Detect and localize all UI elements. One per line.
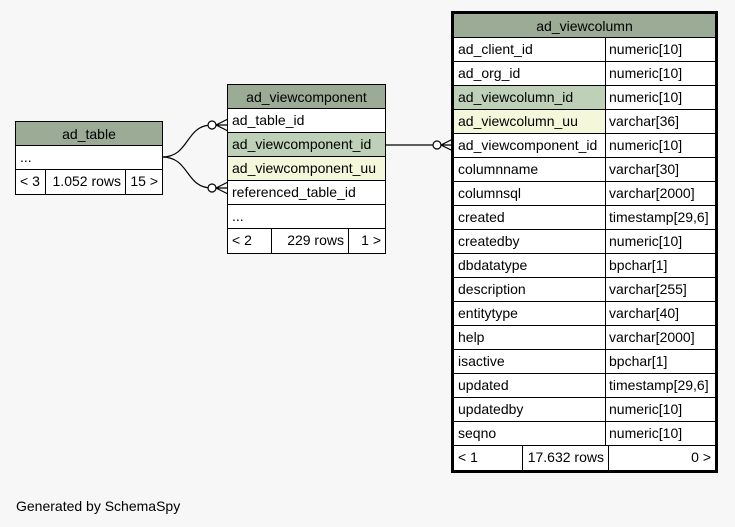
table-row-ellipsis: ... — [16, 146, 162, 170]
edge-optional-marker — [207, 120, 217, 130]
children-count[interactable]: 15 > — [130, 173, 158, 189]
row-count: 17.632 rows — [523, 446, 609, 470]
column-referenced-table-id[interactable]: referenced_table_id — [228, 181, 385, 205]
edge-many-crowfoot — [215, 118, 229, 132]
column-type: varchar[2000] — [609, 329, 695, 345]
row-count: 1.052 rows — [46, 170, 126, 194]
column-type: bpchar[1] — [609, 353, 668, 369]
column-type: numeric[10] — [609, 137, 683, 153]
table-ad-viewcomponent[interactable]: ad_viewcomponent ad_table_id ad_viewcomp… — [227, 84, 386, 254]
column-name: isactive — [454, 350, 606, 373]
parents-count[interactable]: < 3 — [16, 170, 46, 194]
table-header[interactable]: ad_table — [16, 122, 162, 146]
table-row-ellipsis: ... — [228, 205, 385, 229]
column-name: createdby — [454, 230, 606, 253]
column-ad-viewcomponent-uu[interactable]: ad_viewcomponent_uu — [228, 157, 385, 181]
column-type: timestamp[29,6] — [609, 209, 709, 225]
table-ad-table[interactable]: ad_table ... < 3 1.052 rows 15 > — [15, 121, 163, 195]
edge-ad-table-to-referenced-table-id — [161, 156, 213, 189]
column-type: timestamp[29,6] — [609, 377, 709, 393]
column-ad-table-id[interactable]: ad_table_id — [228, 109, 385, 133]
edge-optional-marker — [432, 140, 442, 150]
column-name: ad_viewcomponent_id — [454, 134, 606, 157]
edge-many-crowfoot — [215, 181, 229, 195]
table-header[interactable]: ad_viewcolumn — [454, 14, 715, 38]
column-type: varchar[255] — [609, 281, 687, 297]
column-type: varchar[40] — [609, 305, 680, 321]
column-name: help — [454, 326, 606, 349]
column-name: ad_viewcolumn_id — [454, 86, 606, 109]
column-type: numeric[10] — [609, 425, 683, 441]
column-name: ad_org_id — [454, 62, 606, 85]
column-type: numeric[10] — [609, 89, 683, 105]
column-type: varchar[30] — [609, 161, 680, 177]
column-type: numeric[10] — [609, 65, 683, 81]
column-name: dbdatatype — [454, 254, 606, 277]
row-count: 229 rows — [272, 229, 349, 253]
children-count[interactable]: 0 > — [691, 449, 711, 465]
column-type: numeric[10] — [609, 41, 683, 57]
column-name: columnname — [454, 158, 606, 181]
edge-ad-table-to-ad-table-id — [161, 124, 213, 158]
column-type: numeric[10] — [609, 233, 683, 249]
table-header[interactable]: ad_viewcomponent — [228, 85, 385, 109]
column-name: seqno — [454, 422, 606, 445]
children-count[interactable]: 1 > — [361, 232, 381, 248]
column-name: description — [454, 278, 606, 301]
column-name: entitytype — [454, 302, 606, 325]
column-name: updatedby — [454, 398, 606, 421]
parents-count[interactable]: < 2 — [228, 229, 272, 253]
column-name: columnsql — [454, 182, 606, 205]
parents-count[interactable]: < 1 — [454, 446, 523, 470]
column-type: varchar[2000] — [609, 185, 695, 201]
column-name: updated — [454, 374, 606, 397]
column-name: created — [454, 206, 606, 229]
column-ad-viewcomponent-id[interactable]: ad_viewcomponent_id — [228, 133, 385, 157]
column-type: varchar[36] — [609, 113, 680, 129]
column-name: ad_viewcolumn_uu — [454, 110, 606, 133]
column-type: bpchar[1] — [609, 257, 668, 273]
generator-credit: Generated by SchemaSpy — [16, 498, 181, 514]
table-footer: < 3 1.052 rows 15 > — [16, 170, 162, 194]
column-name: ad_client_id — [454, 38, 606, 61]
table-footer: < 2 229 rows 1 > — [228, 229, 385, 253]
column-type: numeric[10] — [609, 401, 683, 417]
edge-optional-marker — [207, 183, 217, 193]
table-footer: < 1 17.632 rows 0 > — [454, 446, 715, 470]
